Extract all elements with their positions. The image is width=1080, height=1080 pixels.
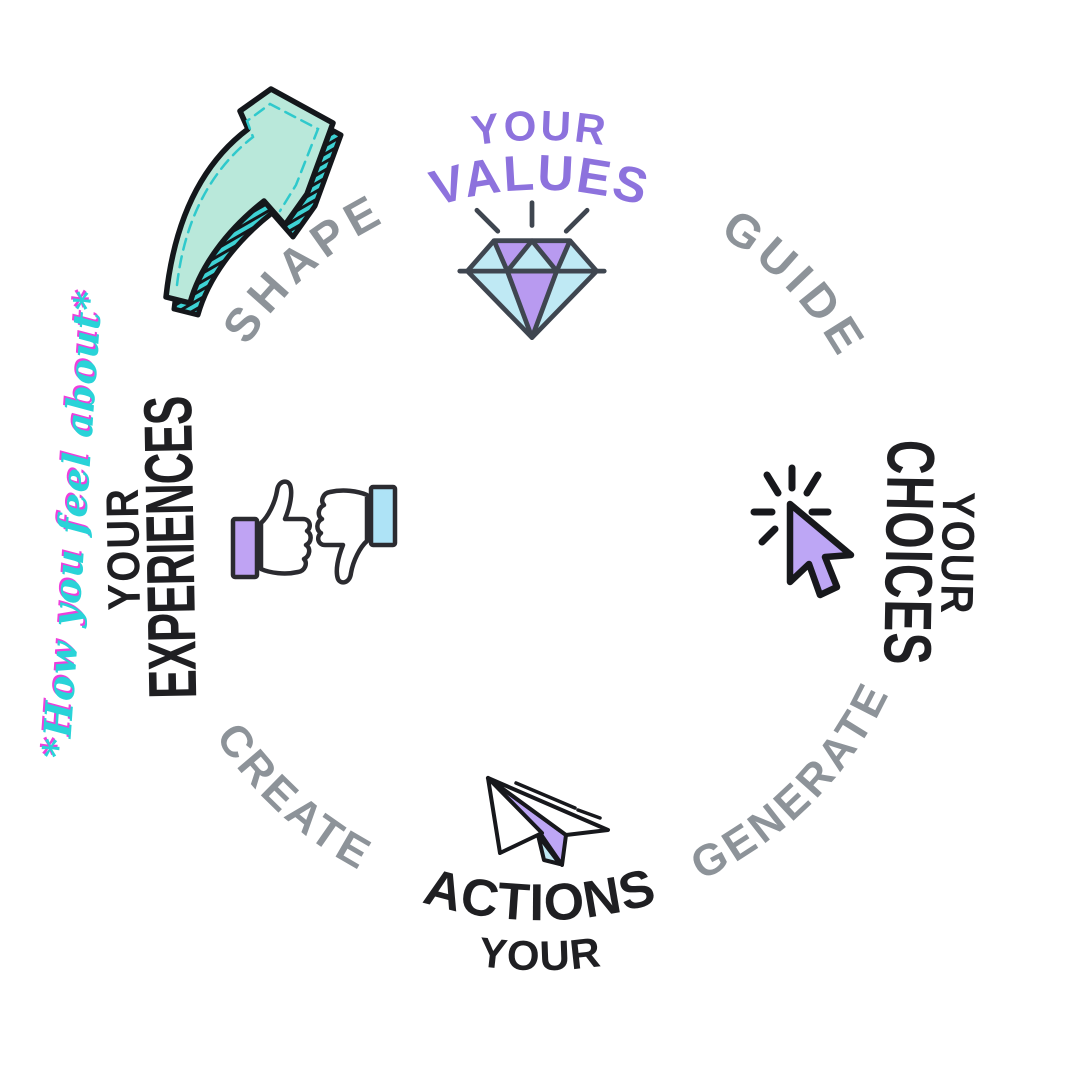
values-word-your: YOUR	[469, 102, 612, 155]
arrow-stitch	[175, 102, 320, 287]
paper-plane-icon	[486, 776, 610, 867]
plane-speed-line	[514, 781, 577, 810]
thumbs-down-icon	[315, 484, 398, 585]
diamond-facet-right	[529, 238, 573, 274]
choices-word-choices: CHOICES	[868, 439, 947, 667]
actions-word-your: YOUR	[476, 928, 603, 979]
cursor-click-icon	[750, 464, 855, 599]
cursor-pointer	[786, 500, 855, 599]
diamond-facet-left	[491, 238, 535, 274]
diamond-icon	[457, 200, 607, 340]
thumbs-up-down-icon	[230, 479, 398, 585]
verb-create: CREATE	[207, 714, 382, 880]
diamond-ray-left	[474, 207, 501, 234]
verb-generate: GENERATE	[683, 673, 899, 889]
label-your-experiences: YOUR EXPERIENCES	[98, 372, 219, 724]
thumbs-up-icon	[230, 479, 313, 580]
plane-right-wing	[486, 776, 610, 837]
plane-left-wing	[486, 776, 544, 855]
arrow-face	[163, 86, 336, 306]
arrow-3d-icon	[163, 86, 344, 318]
diamond-ray-right	[563, 207, 590, 234]
click-ray	[763, 471, 782, 497]
click-ray	[803, 471, 822, 497]
experiences-word-experiences: EXPERIENCES	[130, 396, 212, 700]
label-your-choices: YOUR CHOICES	[865, 417, 984, 689]
plane-keel	[536, 833, 562, 866]
verb-guide: GUIDE	[713, 199, 878, 368]
click-ray	[758, 525, 779, 546]
plane-speed-line	[576, 808, 602, 820]
